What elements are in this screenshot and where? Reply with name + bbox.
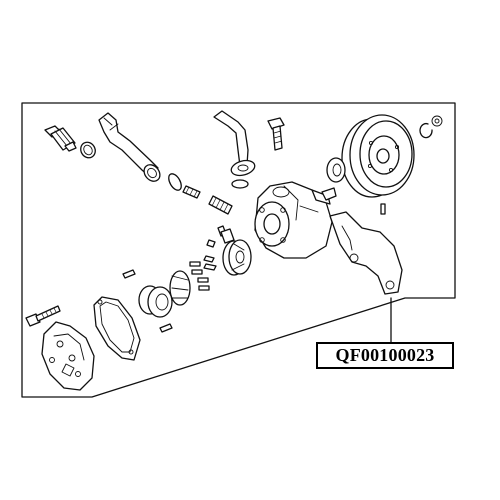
pump-body-icon: [254, 181, 337, 259]
pulley-icon: [341, 114, 415, 198]
part-number-label: QF00100023: [316, 342, 454, 369]
diagram-frame: [21, 102, 456, 398]
pressure-pipe-icon: [213, 110, 256, 177]
union-bolt-icon: [44, 125, 77, 152]
part-number-text: QF00100023: [335, 345, 435, 365]
cam-ring-icon: [169, 270, 191, 306]
bolt-icon: [267, 117, 285, 151]
o-ring-icon: [80, 141, 96, 159]
suction-pipe-icon: [98, 112, 161, 182]
rotor-icon: [222, 239, 252, 276]
bolt-icon: [25, 305, 61, 327]
rear-cover-icon: [41, 321, 95, 391]
control-valve-icon: [217, 225, 235, 244]
dowel-pin-icon: [182, 185, 201, 199]
mounting-bracket-icon: [329, 211, 403, 295]
gasket-icon: [93, 296, 141, 361]
snap-ring-icon: [419, 115, 443, 139]
oil-seal-icon: [326, 157, 346, 183]
vanes-icon: [189, 255, 217, 291]
